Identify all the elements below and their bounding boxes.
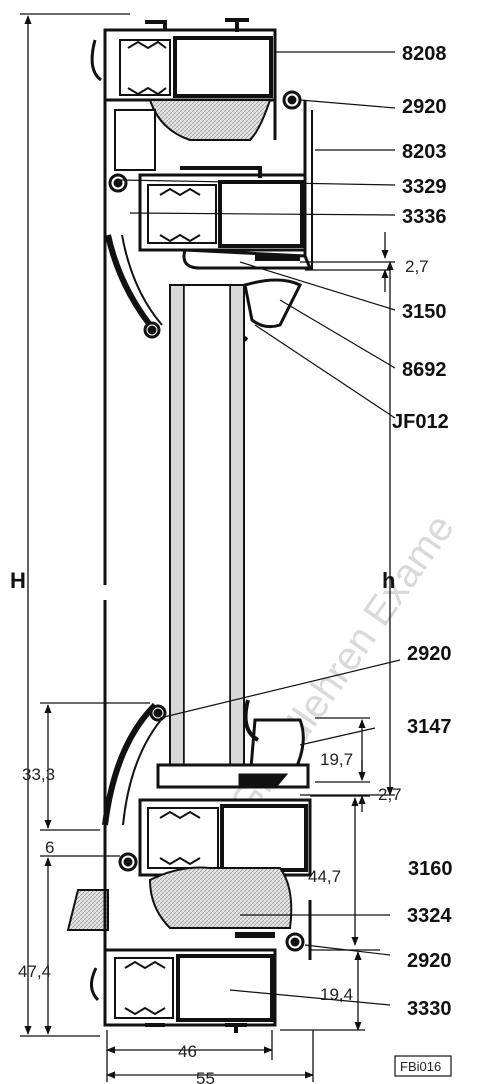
- dim-47-4: 47,4: [18, 962, 51, 981]
- leader-lines: [119, 51, 401, 1006]
- dim-33-3: 33,3: [22, 765, 55, 784]
- label-3324: 3324: [407, 905, 452, 927]
- dim-19-4: 19,4: [320, 985, 353, 1004]
- dim-6: 6: [45, 838, 54, 857]
- figure-code-box: [394, 1055, 452, 1077]
- label-3336: 3336: [402, 206, 447, 228]
- label-2920-bot: 2920: [407, 950, 452, 972]
- label-8208: 8208: [402, 43, 447, 65]
- label-H: H: [10, 568, 26, 593]
- figure-code: FBi016: [400, 1059, 441, 1074]
- dimension-lines: [20, 13, 395, 1082]
- label-3150: 3150: [402, 301, 447, 323]
- label-3330: 3330: [407, 998, 452, 1020]
- label-JF012: JF012: [392, 411, 449, 433]
- dim-46: 46: [178, 1042, 197, 1061]
- label-8692: 8692: [402, 359, 447, 381]
- label-2920-top: 2920: [402, 96, 447, 118]
- label-3147: 3147: [407, 716, 452, 738]
- dim-19-7: 19,7: [320, 750, 353, 769]
- top-profile: [90, 18, 313, 585]
- glazing-unit: [169, 284, 245, 766]
- bottom-profile: [66, 600, 312, 1033]
- label-3329: 3329: [402, 176, 447, 198]
- label-2920-mid: 2920: [407, 643, 452, 665]
- label-h: h: [382, 568, 395, 593]
- dim-55: 55: [196, 1069, 215, 1084]
- dim-2-7-top: 2,7: [405, 257, 429, 276]
- label-3160: 3160: [408, 858, 453, 880]
- dim-44-7: 44,7: [308, 867, 341, 886]
- dim-2-7-bottom: 2,7: [378, 785, 402, 804]
- label-8203: 8203: [402, 141, 447, 163]
